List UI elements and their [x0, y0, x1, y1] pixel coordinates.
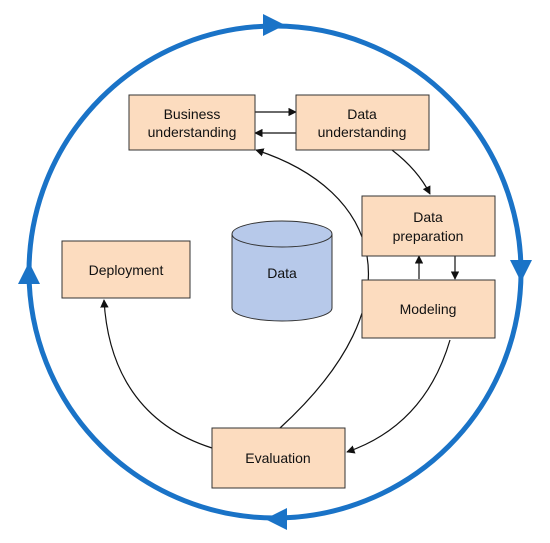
- deployment-box: [61, 240, 191, 299]
- data-preparation-label-line1: Data: [413, 209, 443, 225]
- data-preparation-box: [361, 195, 496, 257]
- modeling-label: Modeling: [400, 301, 457, 317]
- cycle-arrowhead-right: [510, 260, 532, 282]
- deployment-label: Deployment: [89, 262, 164, 278]
- cylinder-body: [231, 234, 333, 322]
- phase-data-understanding: Data understanding: [295, 94, 430, 151]
- evaluation-label: Evaluation: [245, 450, 310, 466]
- business-understanding-box: [128, 94, 256, 151]
- data-understanding-box: [295, 94, 430, 151]
- phase-business-understanding: Business understanding: [128, 94, 256, 151]
- modeling-box: [361, 279, 496, 339]
- cycle-arrowhead-bottom: [265, 508, 287, 530]
- cycle-arrowhead-top: [263, 14, 285, 36]
- phase-data-preparation: Data preparation: [361, 195, 496, 257]
- cylinder-top: [231, 220, 333, 248]
- evaluation-box: [211, 427, 346, 489]
- data-store-cylinder: Data: [231, 220, 333, 322]
- data-understanding-label-line2: understanding: [318, 124, 407, 140]
- data-understanding-label-line1: Data: [347, 106, 377, 122]
- arrow-modeling-to-evaluation: [346, 339, 451, 454]
- business-understanding-label-line1: Business: [164, 106, 221, 122]
- phase-evaluation: Evaluation: [211, 427, 346, 489]
- cycle-arrowhead-left: [18, 262, 40, 284]
- phase-deployment: Deployment: [61, 240, 191, 299]
- arrow-data-understanding-to-preparation: [391, 149, 431, 195]
- data-preparation-label-line2: preparation: [393, 228, 464, 244]
- data-store-label: Data: [267, 265, 297, 281]
- arrow-evaluation-to-deployment: [100, 299, 213, 449]
- business-understanding-label-line2: understanding: [148, 124, 237, 140]
- phase-modeling: Modeling: [361, 279, 496, 339]
